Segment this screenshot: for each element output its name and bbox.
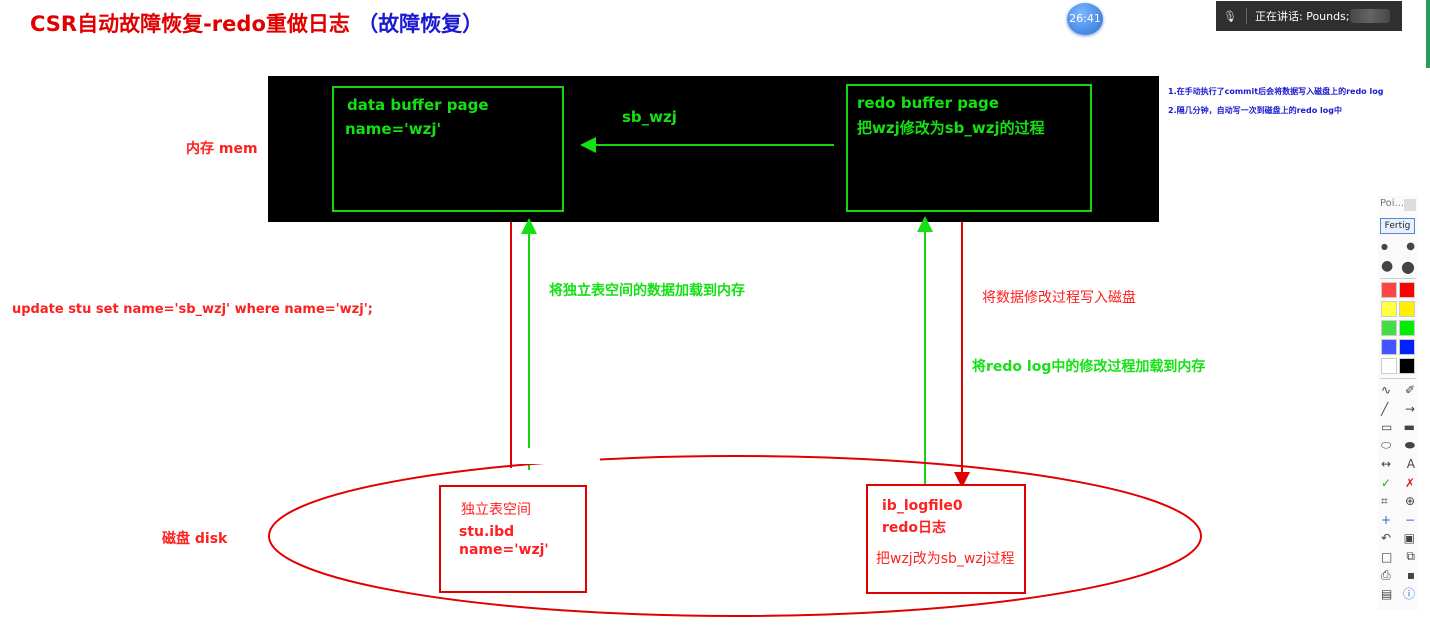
logfile-name: ib_logfile0 bbox=[882, 498, 963, 514]
undo-icon[interactable]: ↶ bbox=[1381, 531, 1391, 545]
filled-rectangle-icon[interactable]: ▬ bbox=[1404, 420, 1415, 434]
color-swatch-8[interactable] bbox=[1381, 358, 1397, 374]
xlarge-dot-icon[interactable]: ● bbox=[1401, 257, 1415, 276]
large-dot-icon[interactable]: ● bbox=[1381, 258, 1393, 274]
close-icon[interactable] bbox=[1404, 199, 1416, 211]
line-icon[interactable]: ╱ bbox=[1381, 402, 1388, 416]
color-swatch-1[interactable] bbox=[1399, 282, 1415, 298]
toolbar-title: Poi... bbox=[1380, 198, 1404, 209]
crop-icon[interactable]: ⌗ bbox=[1381, 494, 1388, 509]
zoom-icon[interactable]: ⊕ bbox=[1405, 494, 1415, 508]
cross-icon[interactable]: ✗ bbox=[1405, 476, 1415, 490]
arrow-icon[interactable]: → bbox=[1405, 402, 1415, 416]
color-swatch-6[interactable] bbox=[1381, 339, 1397, 355]
color-swatch-3[interactable] bbox=[1399, 301, 1415, 317]
color-swatch-0[interactable] bbox=[1381, 282, 1397, 298]
plus-icon[interactable]: + bbox=[1381, 513, 1391, 527]
done-button[interactable]: Fertig bbox=[1380, 218, 1415, 234]
color-swatch-4[interactable] bbox=[1381, 320, 1397, 336]
double-arrow-icon[interactable]: ↔ bbox=[1381, 457, 1391, 471]
text-icon[interactable]: A bbox=[1407, 457, 1415, 471]
copy-icon[interactable]: ⧉ bbox=[1406, 549, 1415, 564]
logfile-desc: 把wzj改为sb_wzj过程 bbox=[876, 548, 1015, 568]
check-icon[interactable]: ✓ bbox=[1381, 476, 1391, 490]
color-swatch-7[interactable] bbox=[1399, 339, 1415, 355]
tablespace-title: 独立表空间 bbox=[461, 499, 531, 519]
logfile-box: ib_logfile0 redo日志 把wzj改为sb_wzj过程 bbox=[866, 484, 1026, 594]
minus-icon[interactable]: − bbox=[1405, 513, 1415, 527]
small-dot-icon[interactable]: ● bbox=[1381, 242, 1388, 251]
pointer-toolbar: Poi... Fertig ● ● ● ● ∿ ✐ ╱ → ▭ ▬ ⬭ ⬬ ↔ A ✓ ✗ ⌗ ⊕ +−↶ ▣… bbox=[1378, 196, 1418, 610]
filled-ellipse-icon[interactable]: ⬬ bbox=[1405, 438, 1415, 453]
tablespace-box: 独立表空间 stu.ibd name='wzj' bbox=[439, 485, 587, 593]
trash-icon[interactable]: ▣ bbox=[1404, 531, 1415, 545]
rectangle-icon[interactable]: ▭ bbox=[1381, 420, 1392, 434]
color-swatch-5[interactable] bbox=[1399, 320, 1415, 336]
new-page-icon[interactable]: □ bbox=[1381, 550, 1392, 564]
tablespace-value: name='wzj' bbox=[459, 542, 549, 558]
tablespace-file: stu.ibd bbox=[459, 524, 514, 540]
color-swatch-9[interactable] bbox=[1399, 358, 1415, 374]
save-icon[interactable]: ▪ bbox=[1407, 568, 1415, 582]
freehand-icon[interactable]: ∿ bbox=[1381, 383, 1391, 397]
color-swatch-2[interactable] bbox=[1381, 301, 1397, 317]
print-icon[interactable]: ⎙ bbox=[1381, 568, 1391, 583]
logfile-type: redo日志 bbox=[882, 517, 946, 537]
eraser-icon[interactable]: ✐ bbox=[1405, 383, 1415, 397]
medium-dot-icon[interactable]: ● bbox=[1406, 241, 1415, 252]
screen-icon[interactable]: ▤ bbox=[1381, 587, 1392, 601]
info-icon[interactable]: ⓘ bbox=[1403, 585, 1415, 602]
ellipse-icon[interactable]: ⬭ bbox=[1381, 438, 1391, 453]
